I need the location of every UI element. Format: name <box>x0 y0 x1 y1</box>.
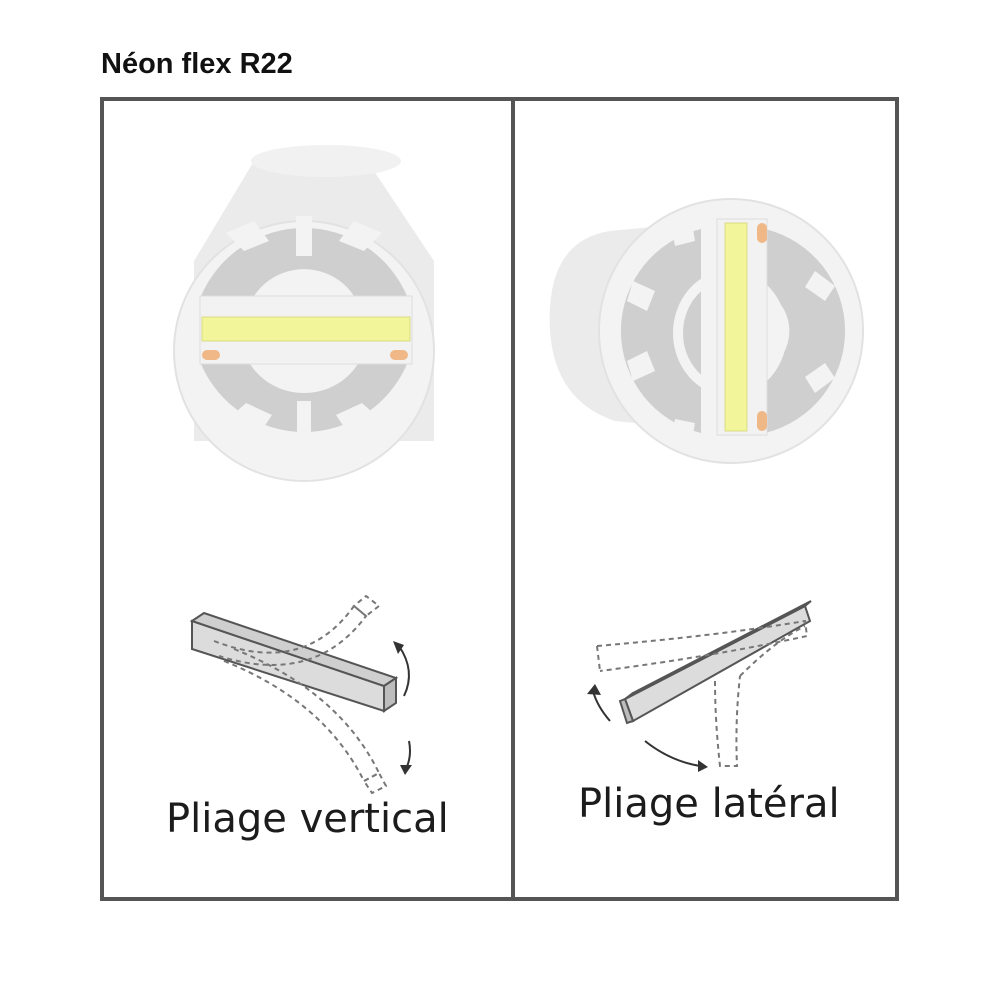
page-title: Néon flex R22 <box>101 48 293 80</box>
lateral-bend-diagram <box>587 600 812 772</box>
panel-vertical-bend: Pliage vertical <box>104 101 511 897</box>
neon-profile-horizontal-led <box>173 145 435 482</box>
diagram-frame <box>100 97 899 901</box>
caption-vertical-bend: Pliage vertical <box>166 796 449 842</box>
neon-profile-vertical-led <box>549 198 864 464</box>
panel-divider <box>511 97 515 901</box>
caption-lateral-bend: Pliage latéral <box>578 781 840 827</box>
panel-lateral-bend: Pliage latéral <box>515 101 895 897</box>
vertical-bend-diagram <box>189 594 412 795</box>
